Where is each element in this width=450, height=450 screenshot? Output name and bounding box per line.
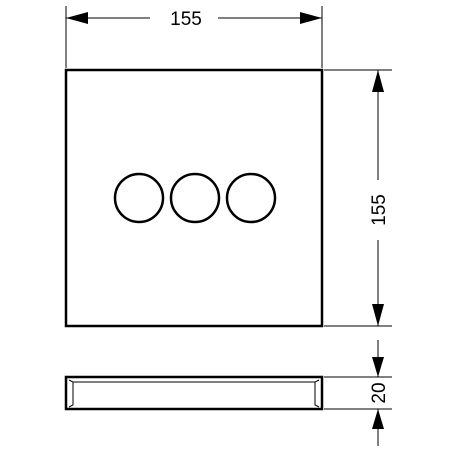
push-buttons <box>113 172 277 224</box>
height-dimension-label: 155 <box>369 194 390 226</box>
cover-plate-side-view <box>64 375 324 411</box>
width-dimension-label: 155 <box>170 9 202 30</box>
height-arrow-bottom <box>372 304 384 326</box>
button-circle-left <box>113 172 165 224</box>
side-view-bevel-right <box>314 379 320 408</box>
button-circle-right <box>225 172 277 224</box>
width-arrow-right <box>300 12 322 24</box>
side-view-outline <box>64 375 324 411</box>
width-dimension: 155 <box>65 6 323 68</box>
side-view-bevel-left <box>68 379 74 408</box>
height-dimension: 155 <box>324 69 392 327</box>
thickness-dimension-label: 20 <box>369 382 390 403</box>
cover-plate-front-view <box>64 68 324 328</box>
thickness-arrow-top <box>372 357 384 377</box>
thickness-arrow-bottom <box>372 409 384 429</box>
thickness-dimension: 20 <box>324 340 392 446</box>
button-circle-middle <box>169 172 221 224</box>
height-arrow-top <box>372 70 384 92</box>
width-arrow-left <box>66 12 88 24</box>
